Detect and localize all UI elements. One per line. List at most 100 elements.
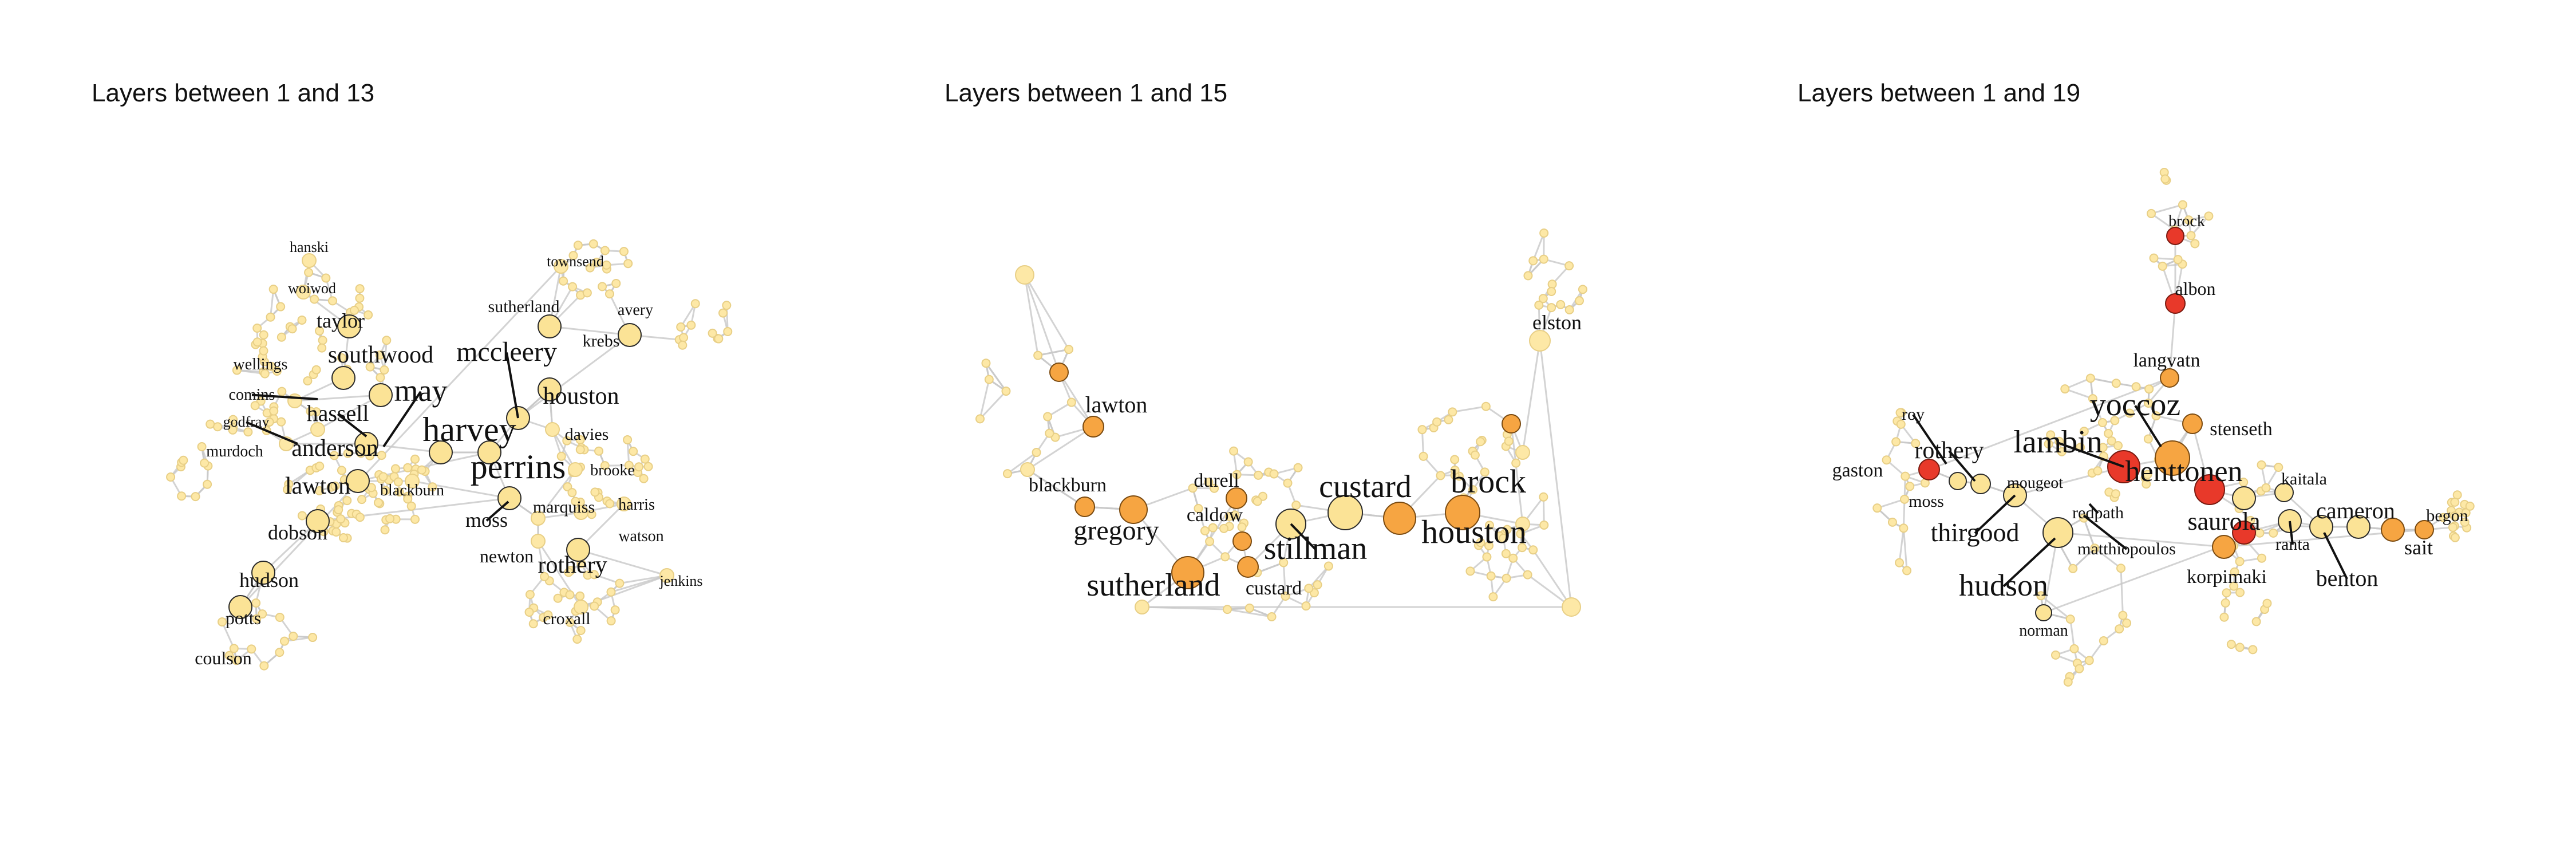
network-node <box>2450 533 2460 542</box>
network-node <box>247 644 256 654</box>
network-node <box>1468 485 1478 495</box>
network-node <box>576 626 586 636</box>
network-node <box>575 591 585 601</box>
network-node <box>1208 523 1218 533</box>
node-label-durell: durell <box>1194 470 1239 491</box>
network-node <box>2222 588 2231 598</box>
network-node <box>1002 469 1012 479</box>
network-node <box>259 330 268 340</box>
network-node-key <box>2042 517 2073 548</box>
network-node <box>315 326 325 336</box>
network-node-key <box>1529 330 1551 352</box>
network-edge <box>517 334 630 419</box>
network-node <box>1899 523 1909 533</box>
panel-title-2: Layers between 1 and 15 <box>945 79 1228 107</box>
network-node <box>525 590 535 600</box>
network-node-key <box>1445 495 1480 530</box>
node-label-lawton: lawton <box>1085 392 1148 417</box>
network-node <box>678 340 688 350</box>
node-label-may: may <box>394 373 448 408</box>
node-label-sutherland: sutherland <box>488 297 560 316</box>
network-node <box>1539 520 1549 530</box>
network-node <box>304 267 314 277</box>
network-edge <box>383 340 388 371</box>
network-node-key <box>1970 474 1991 494</box>
network-node <box>1066 397 1076 407</box>
network-node <box>280 636 290 646</box>
node-label-townsend: townsend <box>547 253 604 270</box>
network-node <box>2110 416 2120 425</box>
network-node <box>1528 545 1538 555</box>
network-node <box>381 486 390 495</box>
network-node-key <box>1502 414 1521 434</box>
network-node <box>252 337 262 347</box>
network-node <box>600 461 610 471</box>
network-node <box>1237 522 1247 532</box>
network-node <box>378 472 388 482</box>
network-node <box>276 332 286 342</box>
node-label-hassell: hassell <box>307 400 369 426</box>
network-node <box>376 373 385 383</box>
network-node <box>1291 501 1301 510</box>
network-node <box>2439 513 2448 522</box>
network-node <box>975 414 985 424</box>
network-node-key <box>568 462 583 477</box>
node-label-hudson: hudson <box>1959 568 2048 602</box>
node-label-matthiopoulos: matthiopoulos <box>2077 539 2176 558</box>
node-label-norman: norman <box>2019 622 2068 640</box>
network-node <box>1564 305 1574 315</box>
network-node-key <box>296 285 311 300</box>
network-node <box>394 487 404 497</box>
edges <box>1876 172 2471 683</box>
network-node-key <box>617 497 631 511</box>
network-node <box>2063 677 2073 687</box>
network-node <box>1481 401 1491 411</box>
network-node <box>1499 533 1508 543</box>
network-node <box>2235 557 2245 566</box>
network-node <box>2144 384 2154 394</box>
network-node <box>1508 553 1518 563</box>
network-node-key <box>302 253 317 268</box>
network-node <box>1450 455 1460 464</box>
network-node <box>2186 231 2196 241</box>
network-node <box>317 343 327 353</box>
nodes <box>166 239 733 671</box>
network-edge <box>537 469 576 519</box>
network-edge <box>1282 562 1287 597</box>
network-node <box>2116 564 2125 573</box>
network-node <box>1229 446 1239 456</box>
network-edge <box>1876 498 1905 509</box>
network-node <box>1032 448 1041 458</box>
network-node <box>2107 436 2116 446</box>
network-node <box>177 491 187 501</box>
network-node <box>1465 566 1475 576</box>
node-label-roy: roy <box>1902 405 1925 424</box>
network-edge <box>2168 303 2176 379</box>
node-label-sait: sait <box>2404 536 2433 559</box>
network-node <box>676 322 686 332</box>
node-label-potts: potts <box>226 608 261 628</box>
node-label-avery: avery <box>618 301 653 319</box>
network-edge <box>1227 608 1272 618</box>
network-node <box>2173 255 2183 265</box>
network-edge <box>221 621 235 649</box>
network-node <box>629 447 638 456</box>
network-node-key <box>538 377 562 401</box>
node-label-elston: elston <box>1532 311 1582 334</box>
network-node <box>377 451 386 460</box>
network-node-key <box>346 469 370 493</box>
network-node <box>179 455 188 465</box>
network-node <box>350 305 359 315</box>
network-node <box>1901 471 1910 481</box>
network-node-key <box>1949 472 1967 490</box>
label-leader-line <box>2323 532 2348 580</box>
network-node <box>1528 256 1538 266</box>
network-node <box>403 463 413 472</box>
network-edge <box>366 443 441 454</box>
network-node <box>981 358 991 368</box>
network-node <box>331 527 341 537</box>
network-node <box>1574 296 1584 306</box>
network-node <box>1501 549 1511 558</box>
